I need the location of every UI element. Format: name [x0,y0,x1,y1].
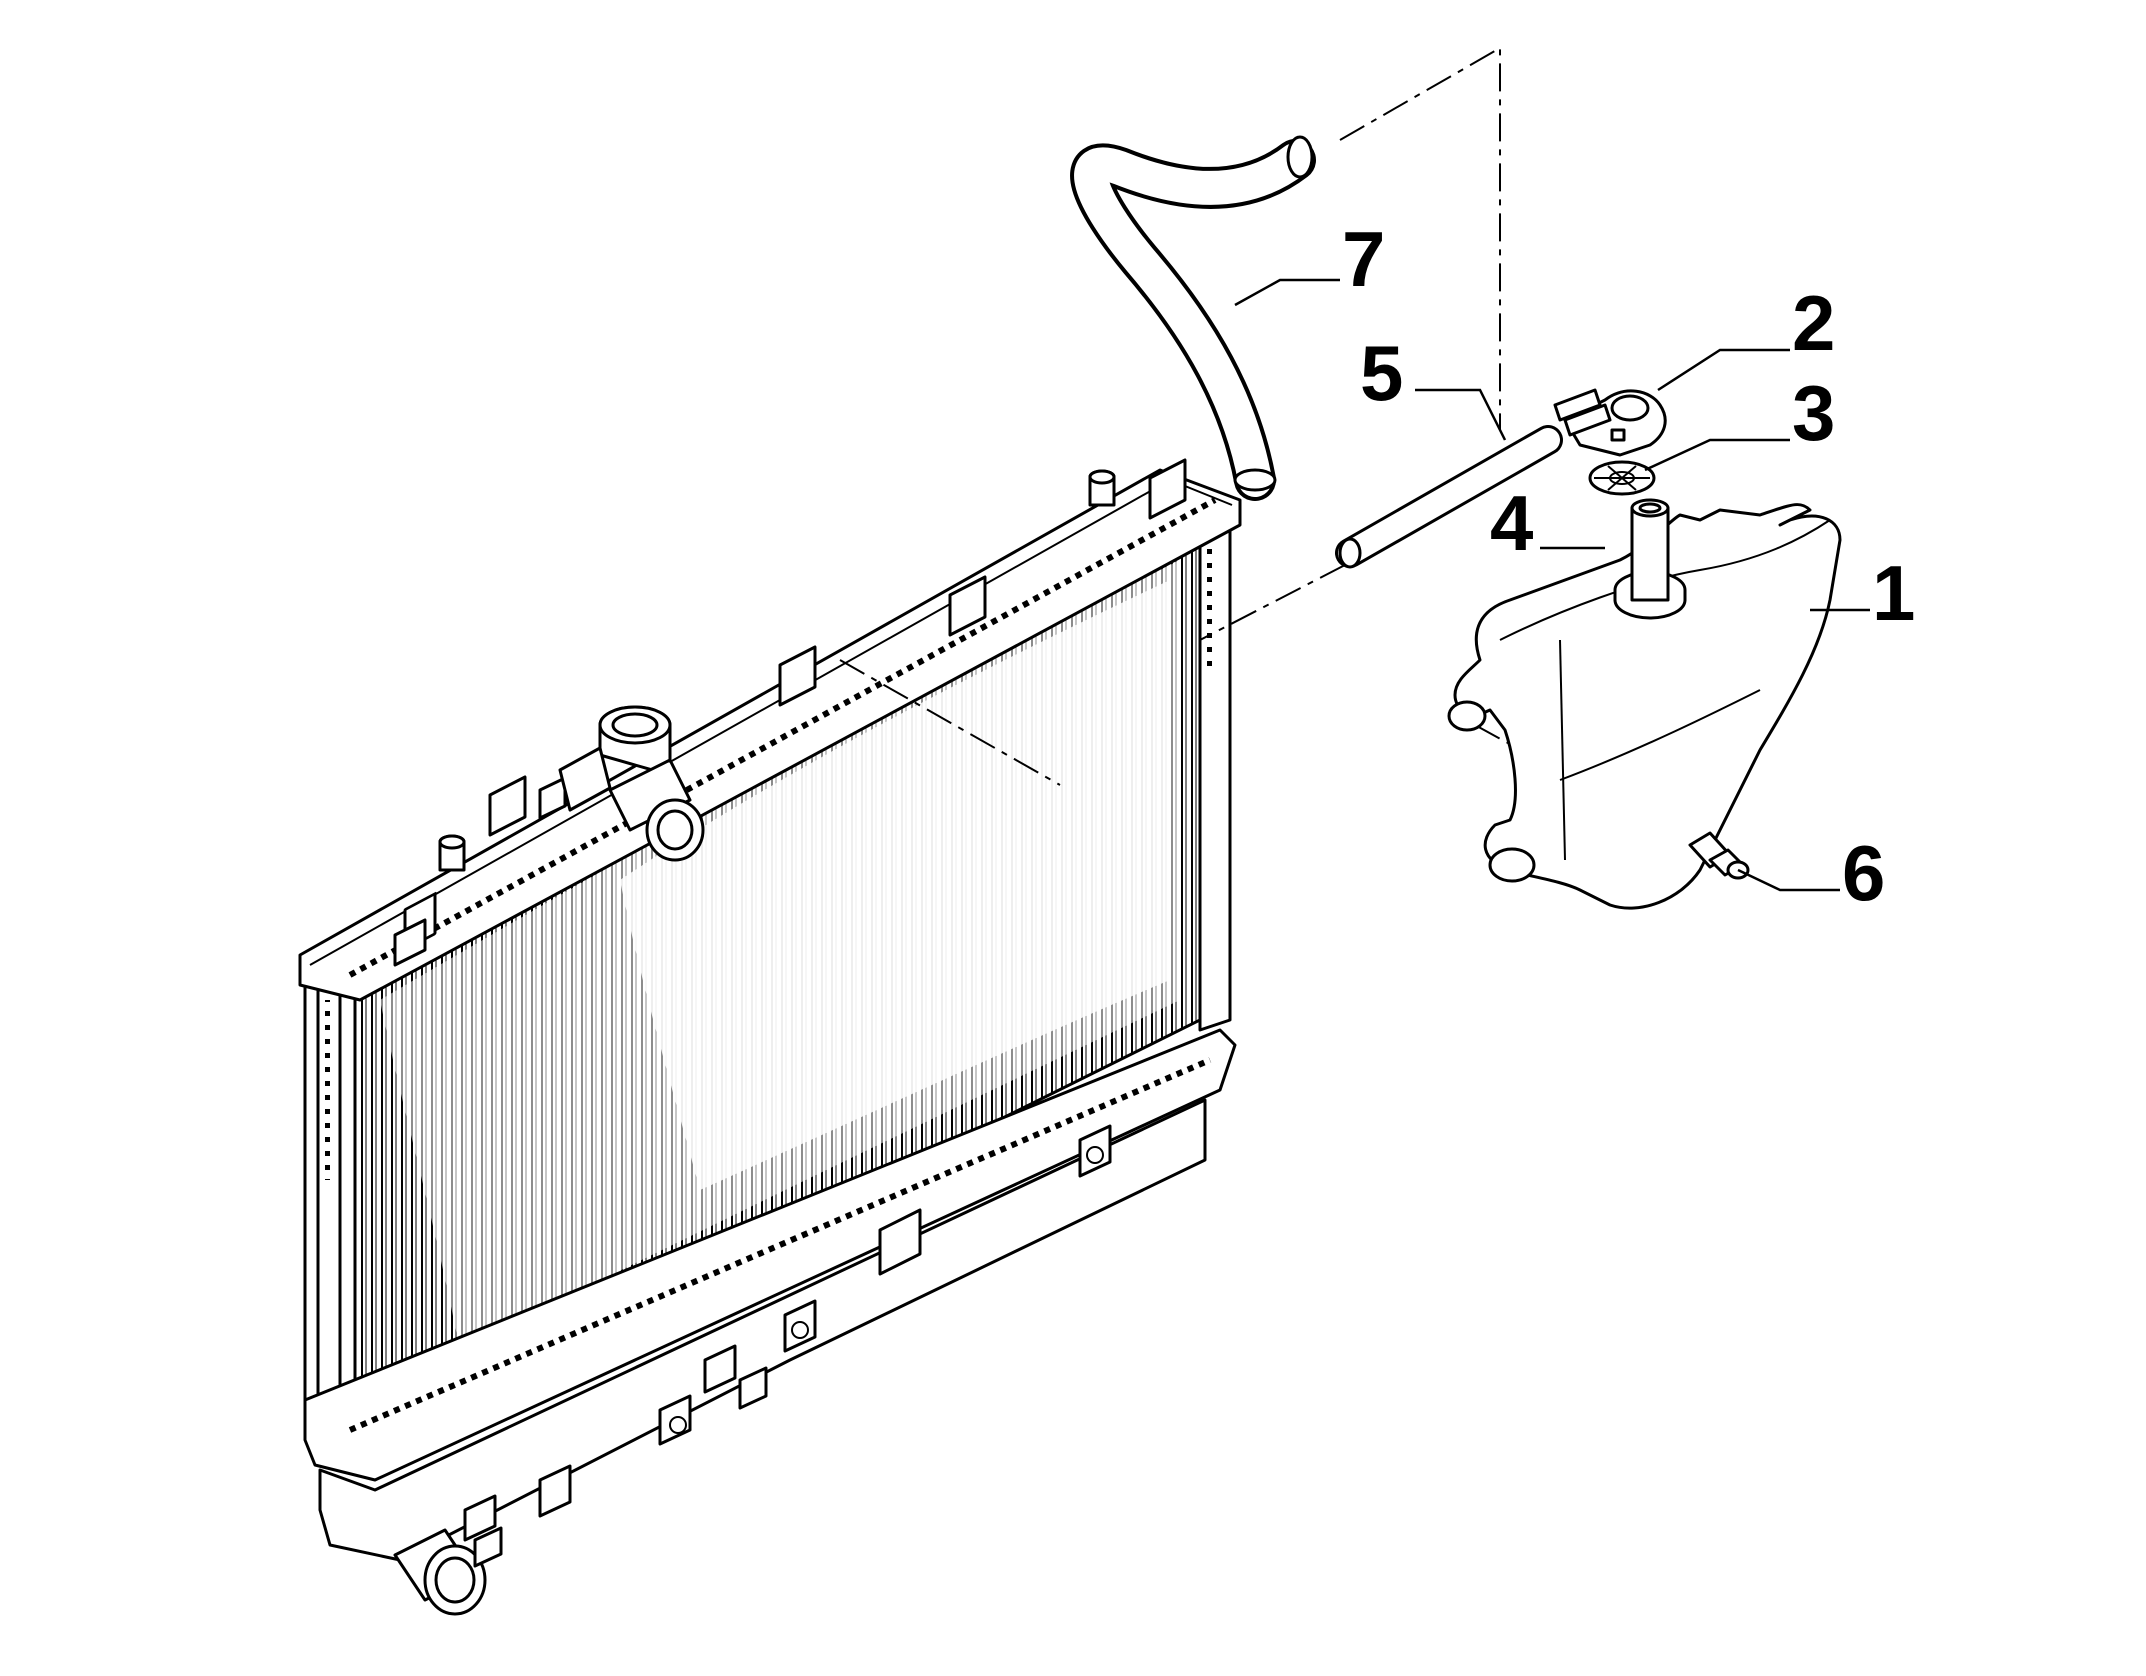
radiator-lower-pan [318,1098,1207,1562]
reservoir-cap [1553,388,1667,457]
leader-3 [1644,438,1790,472]
upper-hose [1070,135,1316,501]
callout-7: 7 [1342,215,1385,303]
tank-hose [1630,498,1670,602]
alignment-line-hose [1339,46,1501,430]
alignment-line-core [839,659,1061,786]
radiator-top-tank [298,468,1242,1002]
callouts: 1 2 3 4 5 6 7 [1342,215,1915,917]
overflow-pipe [1335,425,1563,569]
callout-5: 5 [1360,329,1403,417]
alignment-line-pipe [1199,564,1346,641]
radiator [298,458,1242,1616]
radiator-core-highlight-2 [620,580,1170,1190]
callout-3: 3 [1792,369,1835,457]
callout-4: 4 [1490,479,1533,567]
radiator-top-seam [348,497,1217,978]
bottom-clips [463,1124,1112,1568]
lower-outlet [393,1528,487,1616]
top-brackets [393,458,1187,967]
callout-2: 2 [1792,279,1835,367]
upper-neck [558,705,705,862]
radiator-left-dots [324,1000,334,1180]
radiator-bottom-tank [303,1028,1237,1482]
leader-6 [1737,868,1840,892]
callout-6: 6 [1842,829,1885,917]
leader-lines [1234,278,1870,892]
radiator-bottom-seam [348,1057,1212,1433]
leader-7 [1234,278,1340,307]
radiator-right-dots [1205,530,1215,670]
top-nubs [438,469,1116,872]
cap-gasket [1588,460,1656,496]
callout-1: 1 [1872,549,1915,637]
leader-2 [1657,348,1790,392]
leader-5 [1415,388,1507,441]
